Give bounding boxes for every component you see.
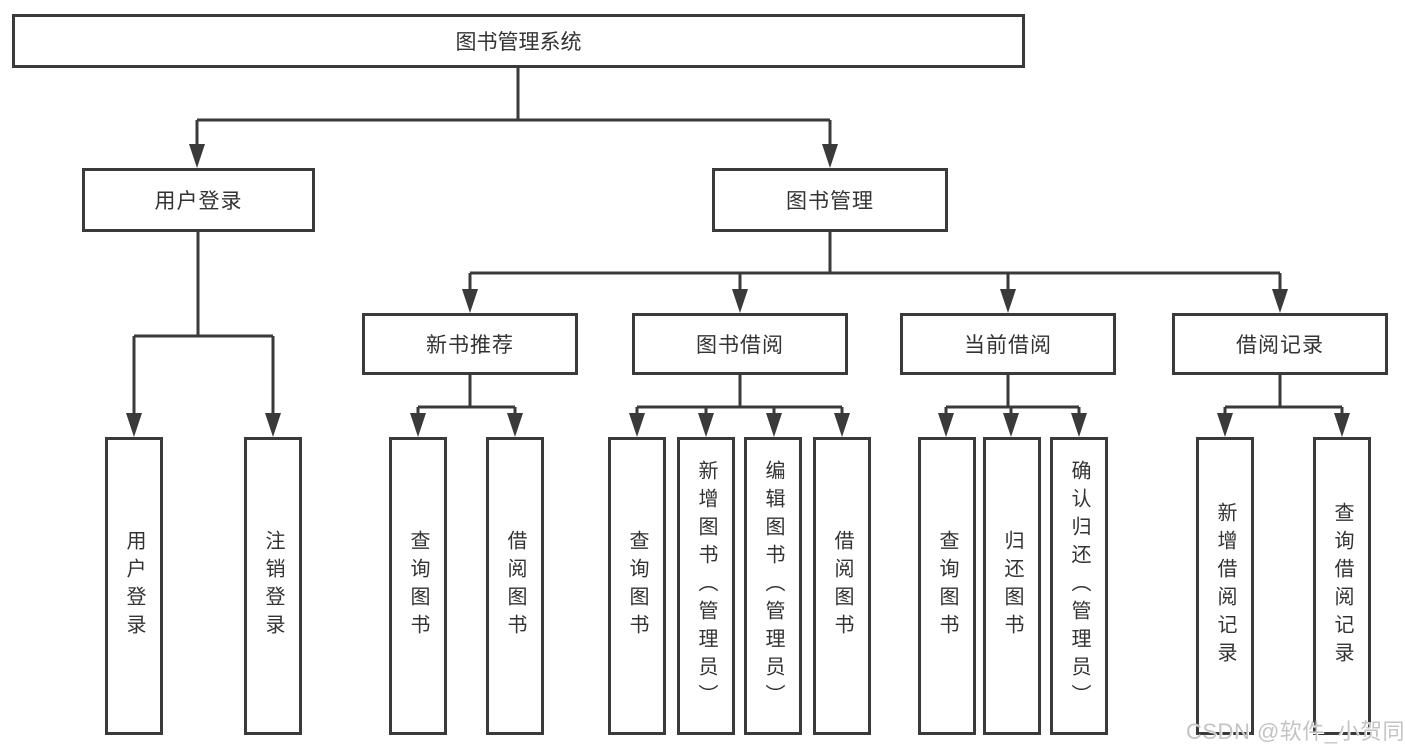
node-book-management-group-label: 图书管理 bbox=[786, 190, 874, 213]
node-user-login-group-label: 用户登录 bbox=[154, 190, 243, 213]
leaf-return-books: 归还图书 bbox=[983, 437, 1041, 735]
leaf-borrow-books: 借阅图书 bbox=[813, 437, 871, 735]
arrowhead bbox=[1071, 413, 1087, 437]
arrowhead bbox=[1000, 289, 1016, 313]
arrowhead bbox=[732, 289, 748, 313]
csdn-watermark: CSDN @软件_小贺同学 bbox=[1186, 719, 1405, 744]
arrowhead bbox=[834, 413, 850, 437]
leaf-add-borrow-record: 新增借阅记录 bbox=[1196, 437, 1254, 735]
arrowhead bbox=[462, 289, 478, 313]
arrowhead bbox=[265, 413, 281, 437]
arrowhead bbox=[1272, 289, 1288, 313]
leaf-current-query-books: 查询图书 bbox=[918, 437, 976, 735]
arrowhead bbox=[189, 144, 205, 168]
node-book-borrow: 图书借阅 bbox=[632, 313, 848, 375]
leaf-add-books-admin: 新增图书（管理员） bbox=[677, 437, 735, 735]
arrowhead bbox=[766, 413, 782, 437]
arrowhead bbox=[938, 413, 954, 437]
leaf-logout: 注销登录 bbox=[244, 437, 302, 735]
node-system-root: 图书管理系统 bbox=[12, 14, 1025, 68]
node-new-book-recommend-label: 新书推荐 bbox=[426, 334, 514, 357]
leaf-user-login: 用户登录 bbox=[105, 437, 163, 735]
leaf-borrow-query-books: 查询图书 bbox=[608, 437, 666, 735]
arrowhead bbox=[1217, 413, 1233, 437]
arrowhead bbox=[1334, 413, 1350, 437]
leaf-confirm-return-admin: 确认归还（管理员） bbox=[1050, 437, 1108, 735]
arrowhead bbox=[126, 413, 142, 437]
connector-path bbox=[132, 68, 1344, 417]
node-book-management-group: 图书管理 bbox=[712, 168, 948, 232]
arrowhead bbox=[410, 413, 426, 437]
leaf-query-borrow-record: 查询借阅记录 bbox=[1313, 437, 1371, 735]
arrowhead bbox=[698, 413, 714, 437]
node-user-login-group: 用户登录 bbox=[82, 168, 315, 232]
leaf-recommend-borrow-books: 借阅图书 bbox=[486, 437, 544, 735]
arrowhead bbox=[1003, 413, 1019, 437]
node-system-root-label: 图书管理系统 bbox=[455, 31, 582, 54]
leaf-recommend-query-books: 查询图书 bbox=[389, 437, 447, 735]
node-current-borrow: 当前借阅 bbox=[900, 313, 1116, 375]
arrowhead bbox=[822, 144, 838, 168]
node-book-borrow-label: 图书借阅 bbox=[696, 334, 784, 357]
leaf-edit-books-admin: 编辑图书（管理员） bbox=[744, 437, 802, 735]
node-current-borrow-label: 当前借阅 bbox=[964, 334, 1052, 357]
node-borrow-records: 借阅记录 bbox=[1172, 313, 1388, 375]
arrowhead bbox=[629, 413, 645, 437]
arrowhead bbox=[507, 413, 523, 437]
node-borrow-records-label: 借阅记录 bbox=[1236, 334, 1324, 357]
node-new-book-recommend: 新书推荐 bbox=[362, 313, 578, 375]
